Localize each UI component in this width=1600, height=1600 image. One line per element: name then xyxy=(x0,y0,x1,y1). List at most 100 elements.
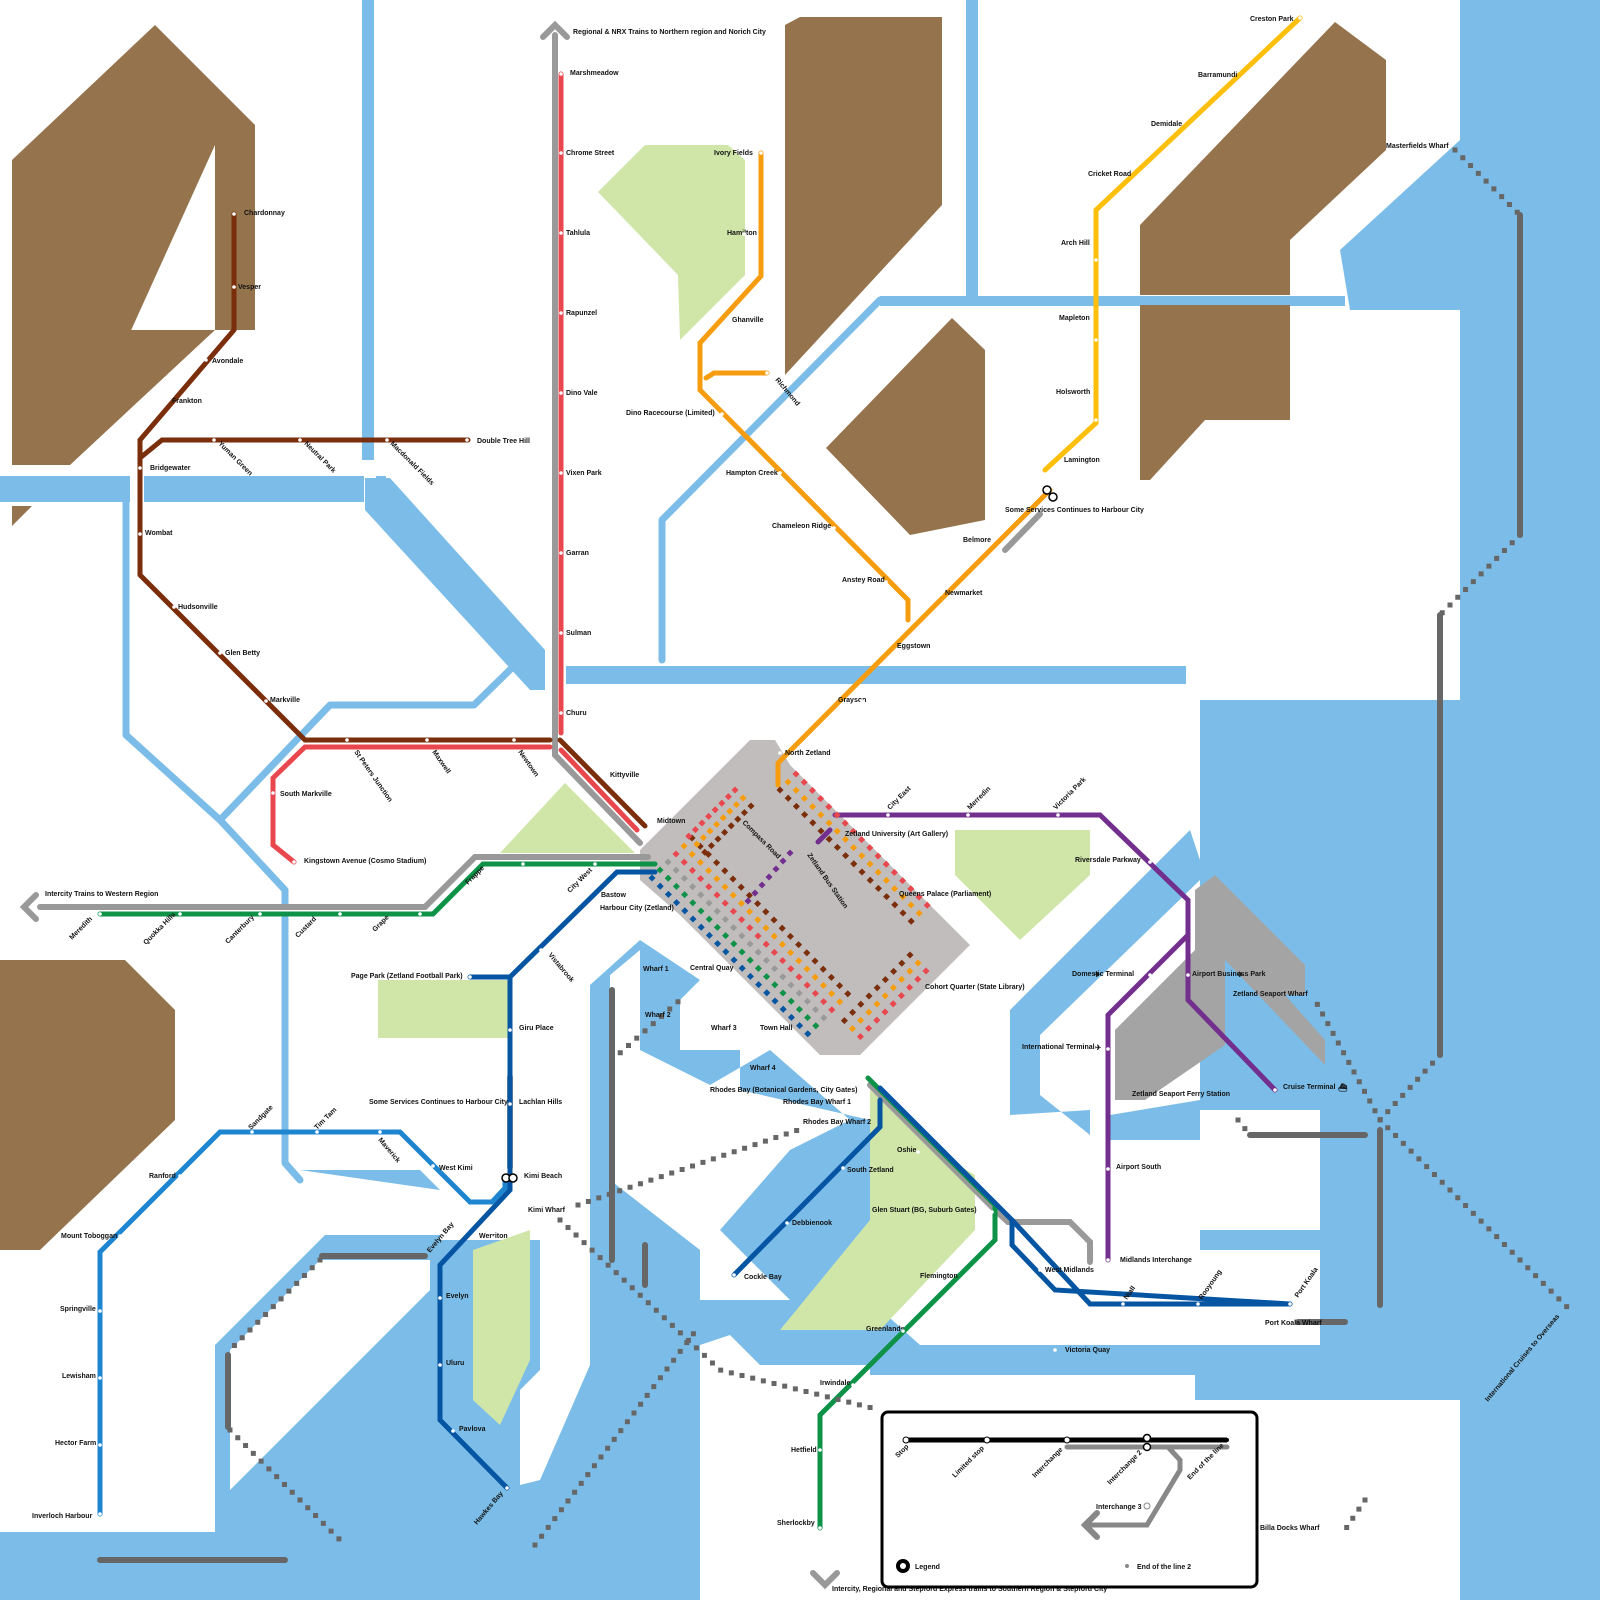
station-west-kimi[interactable]: West Kimi xyxy=(439,1165,473,1172)
station-marker[interactable] xyxy=(264,699,268,703)
masterfields-wharf[interactable]: Masterfields Wharf xyxy=(1386,143,1449,150)
station-barramundi[interactable]: Barramundi xyxy=(1198,72,1237,79)
station-quokka-hills[interactable]: Quokka Hills xyxy=(142,911,177,946)
station-marker[interactable] xyxy=(1148,973,1152,977)
station-central-quay[interactable]: Central Quay xyxy=(690,965,734,972)
station-marker[interactable] xyxy=(345,738,349,742)
station-international-terminal[interactable]: International Terminal xyxy=(1022,1044,1095,1051)
station-hamilton[interactable]: Hamilton xyxy=(727,230,757,237)
station-vesper[interactable]: Vesper xyxy=(238,284,261,291)
station-bastow[interactable]: Bastow xyxy=(601,892,626,899)
station-vistabrook[interactable]: Vistabrook xyxy=(546,952,575,984)
station-lewisham[interactable]: Lewisham xyxy=(62,1373,96,1380)
station-marker[interactable] xyxy=(720,412,724,416)
station-marker[interactable] xyxy=(468,975,472,979)
station-marker[interactable] xyxy=(860,699,864,703)
station-oshie[interactable]: Oshie xyxy=(897,1147,917,1154)
intercity-north-label[interactable]: Regional & NRX Trains to Northern region… xyxy=(573,29,766,36)
station-marker[interactable] xyxy=(292,860,296,864)
port-koala-wharf[interactable]: Port Koala Wharf xyxy=(1265,1320,1322,1327)
station-grayson[interactable]: Grayson xyxy=(838,697,866,704)
station-newmarket[interactable]: Newmarket xyxy=(945,590,983,597)
station-riversdale-parkway[interactable]: Riversdale Parkway xyxy=(1075,857,1141,864)
station-maxwell[interactable]: Maxwell xyxy=(430,749,451,775)
station-marker[interactable] xyxy=(178,1174,182,1178)
wharf-3[interactable]: Wharf 3 xyxy=(711,1025,737,1032)
station-south-markville[interactable]: South Markville xyxy=(280,791,332,798)
station-marker[interactable] xyxy=(385,438,389,442)
station-marker[interactable] xyxy=(884,580,888,584)
station-marker[interactable] xyxy=(878,647,882,651)
station-irwindale[interactable]: Irwindale xyxy=(820,1380,850,1387)
station-marker[interactable] xyxy=(759,151,763,155)
station-arch-hill[interactable]: Arch Hill xyxy=(1061,240,1090,247)
station-marker[interactable] xyxy=(559,72,563,76)
station-marker[interactable] xyxy=(732,1273,736,1277)
station-marker[interactable] xyxy=(559,391,563,395)
station-debbienook[interactable]: Debbienook xyxy=(792,1220,832,1227)
station-lamington[interactable]: Lamington xyxy=(1064,457,1100,464)
station-giru-place[interactable]: Giru Place xyxy=(519,1025,554,1032)
station-rhodes-bay[interactable]: Rhodes Bay (Botanical Gardens, City Gate… xyxy=(710,1087,857,1094)
station-yuman-green[interactable]: Yuman Green xyxy=(217,440,254,477)
station-marker[interactable] xyxy=(1038,1268,1042,1272)
station-marker[interactable] xyxy=(901,1329,905,1333)
station-st-peters-junction[interactable]: St Peters Junction xyxy=(352,749,393,803)
station-marker[interactable] xyxy=(465,438,469,442)
intercity-south-label[interactable]: Intercity, Regional and Stepford Express… xyxy=(832,1586,1107,1593)
station-dino-vale[interactable]: Dino Vale xyxy=(566,390,598,397)
station-marker[interactable] xyxy=(559,311,563,315)
station-midlands-interchange[interactable]: Midlands Interchange xyxy=(1120,1257,1192,1264)
station-chameleon-ridge[interactable]: Chameleon Ridge xyxy=(772,523,831,530)
station-marker[interactable] xyxy=(1005,539,1009,543)
station-marker[interactable] xyxy=(963,1276,967,1280)
station-harbour-city[interactable]: Harbour City (Zetland) xyxy=(600,905,674,912)
station-marker[interactable] xyxy=(98,912,102,916)
station-cohort-quarter[interactable]: Cohort Quarter (State Library) xyxy=(925,984,1025,991)
station-marker[interactable] xyxy=(98,1443,102,1447)
wharf-4[interactable]: Wharf 4 xyxy=(750,1065,776,1072)
station-chrome-street[interactable]: Chrome Street xyxy=(566,150,615,157)
station-port-koala[interactable]: Port Koala xyxy=(1294,1266,1320,1299)
station-marker[interactable] xyxy=(138,466,142,470)
station-marker[interactable] xyxy=(851,1383,855,1387)
station-custard[interactable]: Custard xyxy=(294,916,318,940)
station-north-zetland[interactable]: North Zetland xyxy=(785,750,831,757)
zetland-seaport-ferry-station[interactable]: Zetland Seaport Ferry Station xyxy=(1132,1091,1230,1098)
station-ranford[interactable]: Ranford xyxy=(149,1173,176,1180)
station-marshmeadow[interactable]: Marshmeadow xyxy=(570,70,619,77)
station-marker[interactable] xyxy=(1106,1258,1110,1262)
station-kimi-beach[interactable]: Kimi Beach xyxy=(524,1173,562,1180)
station-glen-stuart[interactable]: Glen Stuart (BG, Suburb Gates) xyxy=(872,1207,977,1214)
station-avondale[interactable]: Avondale xyxy=(212,358,243,365)
station-demidale[interactable]: Demidale xyxy=(1151,121,1182,128)
station-marker[interactable] xyxy=(438,1296,442,1300)
station-marker[interactable] xyxy=(1053,1348,1057,1352)
station-lachlan-hills[interactable]: Lachlan Hills xyxy=(519,1099,562,1106)
station-airport-business-park[interactable]: Airport Business Park xyxy=(1192,971,1266,978)
station-marker[interactable] xyxy=(1273,1088,1277,1092)
station-marker[interactable] xyxy=(508,1028,512,1032)
station-west-midlands[interactable]: West Midlands xyxy=(1045,1267,1094,1274)
station-uluru[interactable]: Uluru xyxy=(446,1360,464,1367)
station-grape[interactable]: Grape xyxy=(371,914,390,933)
station-marker[interactable] xyxy=(271,791,275,795)
station-creston-park[interactable]: Creston Park xyxy=(1250,16,1294,23)
station-marker[interactable] xyxy=(298,438,302,442)
station-marker[interactable] xyxy=(728,318,732,322)
station-marker[interactable] xyxy=(218,651,222,655)
station-eggstown[interactable]: Eggstown xyxy=(897,643,930,650)
station-marker[interactable] xyxy=(1094,338,1098,342)
station-markville[interactable]: Markville xyxy=(270,697,300,704)
station-marker[interactable] xyxy=(559,231,563,235)
station-macdonald-fields[interactable]: Macdonald Fields xyxy=(389,440,436,487)
station-marker[interactable] xyxy=(778,751,782,755)
station-churu[interactable]: Churu xyxy=(566,710,587,717)
station-ivory-fields[interactable]: Ivory Fields xyxy=(714,150,753,157)
station-marker[interactable] xyxy=(164,398,168,402)
station-marker[interactable] xyxy=(378,1130,382,1134)
station-marker[interactable] xyxy=(1085,179,1089,183)
station-cricket-road[interactable]: Cricket Road xyxy=(1088,171,1131,178)
station-cockle-bay[interactable]: Cockle Bay xyxy=(744,1274,782,1281)
station-city-west[interactable]: City West xyxy=(566,867,594,895)
